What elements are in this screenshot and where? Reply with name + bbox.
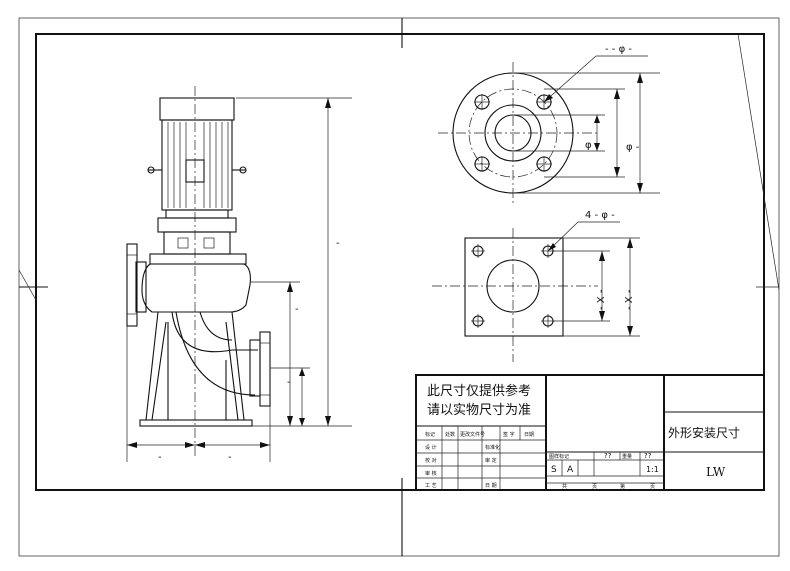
svg-text:标准化: 标准化 [485,444,500,451]
svg-text:A: A [567,465,574,475]
svg-text:第: 第 [620,483,625,490]
volute-casing [141,263,251,313]
base-hole-label: 4 - φ - [585,210,615,221]
svg-text:??: ?? [604,452,612,460]
sheet-frame [18,17,780,557]
motor-top-cover [159,97,235,121]
base-plate-view: 4 - φ - - X - - X - [432,210,640,362]
svg-text:设 计: 设 计 [425,444,437,451]
terminal-box [185,159,205,183]
corner-cut-left [18,269,37,301]
bracket [157,217,237,233]
base-plate [139,419,253,427]
flange-bore-dim: φ [585,140,592,151]
revision-grid: 标记 处数 更改文件号 签 字 日期 设 计 标准化 校 对 审 定 审 核 工… [416,426,546,490]
svg-text:-: - [287,377,291,388]
svg-text:校 对: 校 对 [425,457,437,464]
svg-text:图样标记: 图样标记 [549,453,569,460]
motor-fins [167,122,229,208]
motor-body [161,119,233,211]
svg-text:共: 共 [562,483,567,490]
svg-text:审 核: 审 核 [425,470,437,477]
svg-text:日期: 日期 [524,432,534,438]
stage-grid: 图样标记 重量 ?? ?? S A 1:1 共 页 第 页 [546,452,664,490]
pump-side-view: - - - - - [126,86,352,463]
flange-view: - - φ - φ - φ [438,44,660,205]
outlet-flange [126,243,138,327]
flange-raised-face [484,104,542,162]
base-plate-outline [464,237,564,337]
svg-text:处数: 处数 [445,431,455,438]
inner-border [35,33,765,491]
note-line-2: 请以实物尺寸为准 [427,403,531,418]
svg-text:-: - [228,452,232,463]
inlet-nozzle [249,339,261,397]
inlet-flange [259,331,271,407]
motor-flange [165,209,229,219]
base-center-bore [486,259,540,313]
svg-text:日 期: 日 期 [485,483,497,489]
title-block: 此尺寸仅提供参考 请以实物尺寸为准 外形安装尺寸 LW 标记 处数 更改文件号 … [415,374,765,491]
svg-text:重量: 重量 [622,453,632,460]
svg-text:更改文件号: 更改文件号 [460,431,485,438]
base-outer-dim: - X - [624,289,635,310]
flange-hole-label: - - φ - [605,44,632,55]
svg-text:-: - [295,304,299,315]
coupling-housing [163,231,231,255]
inlet-height-dimension: - [270,367,310,426]
svg-text:工 艺: 工 艺 [425,483,437,489]
note-line-1: 此尺寸仅提供参考 [427,383,531,399]
flange-outer-dim: φ - [626,142,640,153]
base-hole-spacing-dim: - X - [596,289,607,310]
drawing-name: 外形安装尺寸 [668,425,740,440]
pump-cover [149,253,247,265]
svg-text:签 字: 签 字 [503,431,515,438]
svg-text:S: S [551,465,557,475]
corner-cut-right [737,33,780,291]
svg-text:审 定: 审 定 [485,457,497,464]
svg-text:1:1: 1:1 [646,465,659,474]
width-dimensions: - - [126,326,271,463]
svg-text:页: 页 [650,484,655,490]
height-dim-label: - [336,238,340,249]
outlet-height-dimension: - [250,281,300,426]
model-name: LW [706,465,726,479]
svg-text:标记: 标记 [425,431,435,438]
height-dimension: - [236,97,352,427]
flange-bolt-circle [468,88,558,178]
outlet-nozzle [135,261,147,313]
svg-text:页: 页 [592,484,597,490]
flange-bolt-holes [474,94,552,172]
svg-text:??: ?? [644,452,652,460]
svg-text:-: - [158,452,162,463]
